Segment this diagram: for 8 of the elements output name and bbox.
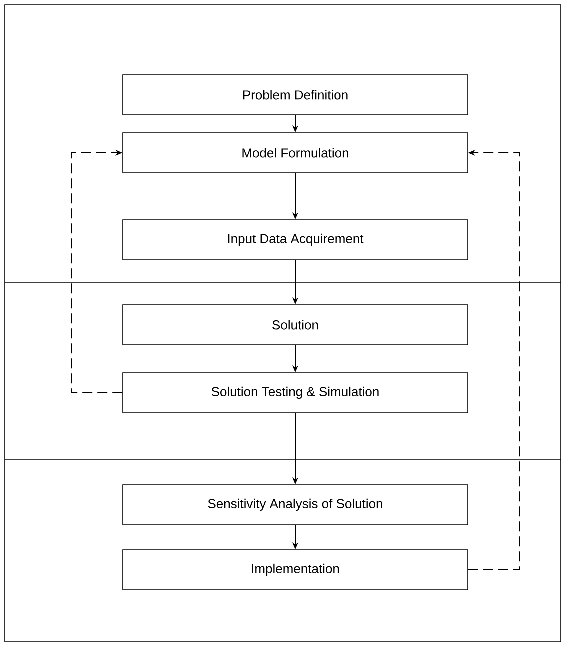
process-box: Problem Definition [122, 74, 468, 116]
process-box: Implementation [122, 550, 468, 590]
process-box: Solution [122, 304, 468, 346]
process-box: Sensitivity Analysis of Solution [122, 484, 468, 526]
arrow [72, 150, 124, 394]
process-box: Solution Testing & Simulation [122, 372, 468, 414]
process-box: Model Formulation [122, 132, 468, 174]
process-box: Input Data Acquirement [122, 220, 468, 260]
